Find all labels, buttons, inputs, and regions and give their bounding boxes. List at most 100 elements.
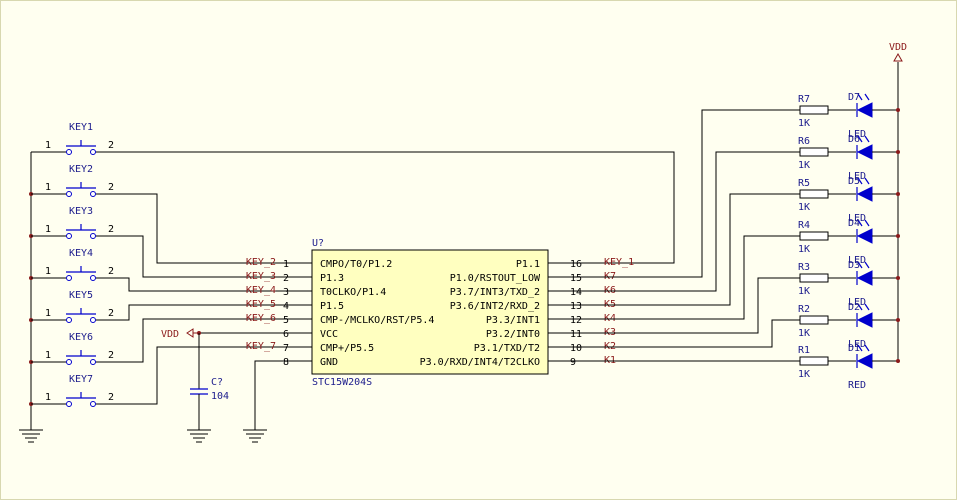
chip-pin-number: 7 bbox=[283, 343, 289, 354]
key-to-chip-wiring bbox=[96, 151, 675, 430]
led-diode bbox=[856, 219, 898, 244]
chip-pin-number: 13 bbox=[570, 301, 582, 312]
resistor-ref: R7 bbox=[798, 94, 810, 105]
resistor-body bbox=[799, 105, 829, 115]
key-pin1-number: 1 bbox=[45, 266, 51, 277]
resistor-body bbox=[799, 356, 829, 366]
chip-pin-number: 12 bbox=[570, 315, 582, 326]
led-value: LED bbox=[848, 129, 866, 140]
chip-pin-name: CMPO/T0/P1.2 bbox=[320, 259, 392, 270]
resistor-body bbox=[799, 147, 829, 157]
chip-pin-number: 15 bbox=[570, 273, 582, 284]
chip-pin-name: T0CLKO/P1.4 bbox=[320, 287, 386, 298]
key-ref-label: KEY6 bbox=[69, 332, 93, 343]
key-ref-label: KEY4 bbox=[69, 248, 93, 259]
capacitor-ref: C? bbox=[211, 377, 223, 388]
ground-symbol-chip bbox=[243, 429, 267, 443]
key-pin1-number: 1 bbox=[45, 140, 51, 151]
chip-pin-name: P3.7/INT3/TXD_2 bbox=[450, 287, 540, 298]
net-label: KEY_3 bbox=[246, 271, 276, 282]
chip-pin-number: 1 bbox=[283, 259, 289, 270]
resistor-value: 1K bbox=[798, 369, 810, 380]
led-value: RED bbox=[848, 380, 866, 391]
led-diode bbox=[856, 261, 898, 286]
chip-pin-number: 2 bbox=[283, 273, 289, 284]
chip-pin-number: 5 bbox=[283, 315, 289, 326]
resistor-ref: R3 bbox=[798, 262, 810, 273]
key-pin1-number: 1 bbox=[45, 224, 51, 235]
led-diode bbox=[856, 93, 898, 118]
chip-pin-name: P3.2/INT0 bbox=[486, 329, 540, 340]
chip-pin-number: 6 bbox=[283, 329, 289, 340]
capacitor-c bbox=[187, 333, 211, 443]
led-ref: D1 bbox=[848, 343, 860, 354]
chip-pin-name: P1.0/RSTOUT_LOW bbox=[450, 273, 541, 284]
led-value: LED bbox=[848, 213, 866, 224]
ground-symbol-keys bbox=[19, 429, 43, 443]
resistor-ref: R5 bbox=[798, 178, 810, 189]
led-ref: D7 bbox=[848, 92, 860, 103]
mcu-chip-body bbox=[311, 249, 549, 375]
resistor-body bbox=[799, 273, 829, 283]
led-diode bbox=[856, 344, 898, 369]
vdd-left-label: VDD bbox=[161, 329, 179, 340]
key-pin1-number: 1 bbox=[45, 308, 51, 319]
key-pin2-number: 2 bbox=[108, 182, 114, 193]
chip-pin-number: 4 bbox=[283, 301, 289, 312]
net-label: KEY_6 bbox=[246, 313, 276, 324]
key-ref-label: KEY2 bbox=[69, 164, 93, 175]
chip-pin-number: 14 bbox=[570, 287, 582, 298]
chip-pin-number: 3 bbox=[283, 287, 289, 298]
key-pin2-number: 2 bbox=[108, 224, 114, 235]
key-pin2-number: 2 bbox=[108, 308, 114, 319]
key-pin2-number: 2 bbox=[108, 350, 114, 361]
chip-pin-number: 9 bbox=[570, 357, 576, 368]
resistor-ref: R6 bbox=[798, 136, 810, 147]
key-pin1-number: 1 bbox=[45, 182, 51, 193]
resistor-value: 1K bbox=[798, 328, 810, 339]
led-value: LED bbox=[848, 339, 866, 350]
key-ref-label: KEY1 bbox=[69, 122, 93, 133]
key-pin2-number: 2 bbox=[108, 392, 114, 403]
chip-pin-name: P1.3 bbox=[320, 273, 344, 284]
led-value: LED bbox=[848, 297, 866, 308]
resistor-body bbox=[799, 315, 829, 325]
chip-pin-number: 11 bbox=[570, 329, 582, 340]
chip-pin-name: P3.6/INT2/RXD_2 bbox=[450, 301, 540, 312]
vdd-top-symbol bbox=[893, 52, 903, 62]
chip-pin-left: CMP-/MCLKO/RST/P5.4 5 KEY_6 bbox=[246, 313, 435, 326]
key-pin1-number: 1 bbox=[45, 392, 51, 403]
resistor-body bbox=[799, 231, 829, 241]
chip-pin-name: P1.5 bbox=[320, 301, 344, 312]
resistor-value: 1K bbox=[798, 160, 810, 171]
push-button-key: KEY2 1 2 bbox=[31, 164, 114, 197]
resistor-ref: R4 bbox=[798, 220, 810, 231]
led-layer: R71KD7LEDR61KD6LEDR51KD5LEDR41KD4LEDR31K… bbox=[798, 92, 900, 391]
resistor-value: 1K bbox=[798, 202, 810, 213]
chip-part: STC15W204S bbox=[312, 377, 372, 388]
capacitor-value: 104 bbox=[211, 391, 229, 402]
resistor-body bbox=[799, 189, 829, 199]
led-ref: D3 bbox=[848, 260, 860, 271]
chip-pin-left: P1.3 2 KEY_3 bbox=[246, 271, 344, 284]
led-diode bbox=[856, 177, 898, 202]
chip-pin-name: CMP-/MCLKO/RST/P5.4 bbox=[320, 315, 434, 326]
chip-pin-name: P3.1/TXD/T2 bbox=[474, 343, 540, 354]
chip-pin-name: P3.3/INT1 bbox=[486, 315, 540, 326]
chip-pin-name: GND bbox=[320, 357, 338, 368]
led-diode bbox=[856, 303, 898, 328]
